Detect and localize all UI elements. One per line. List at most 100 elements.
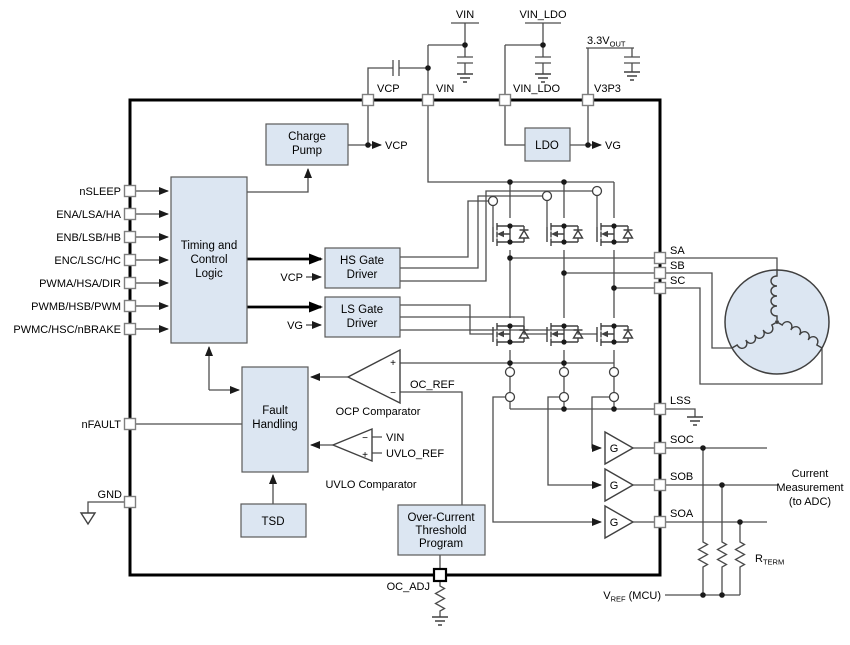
right-pin-label-sob: SOB bbox=[670, 471, 693, 483]
ls-gate-driver-block bbox=[324, 296, 401, 338]
junction-dot bbox=[540, 42, 546, 48]
uvlo-ref-label: UVLO_REF bbox=[386, 448, 444, 460]
junction-dot bbox=[365, 142, 371, 148]
junction-dot bbox=[585, 142, 591, 148]
terminal-circle bbox=[558, 366, 570, 378]
fault-handling-block bbox=[241, 366, 309, 473]
body-diode-triangle bbox=[572, 229, 584, 239]
mosfet-bridge bbox=[365, 42, 743, 598]
junction-dot bbox=[719, 592, 725, 598]
bldc-motor-symbol bbox=[724, 269, 830, 375]
octp-label: Threshold bbox=[415, 525, 466, 537]
ldo-block bbox=[524, 127, 571, 162]
pin-vin-ldo bbox=[498, 93, 512, 107]
sense-amp-b bbox=[604, 467, 635, 503]
hs-gate-driver-block bbox=[324, 247, 401, 289]
pin-sc bbox=[653, 281, 667, 295]
vg-net-label: VG bbox=[605, 140, 621, 152]
pin-lss bbox=[653, 402, 667, 416]
oc-ref-label: OC_REF bbox=[410, 379, 455, 391]
charge-pump-label: Charge bbox=[288, 131, 326, 143]
channel-arrow bbox=[601, 230, 608, 238]
hs-driver-label: HS Gate bbox=[340, 255, 384, 267]
fault-handling-label: Handling bbox=[252, 419, 297, 431]
sense-amp-c bbox=[604, 430, 635, 466]
uvlo-comparator-caption: UVLO Comparator bbox=[325, 479, 416, 491]
labels: VIN VIN_LDO 3.3VOUT VCP VIN VIN_LDO V3P3… bbox=[13, 9, 843, 604]
nmos-with-body-diode bbox=[492, 223, 529, 246]
ocp-minus-sign: − bbox=[390, 388, 396, 399]
channel-arrow bbox=[497, 230, 504, 238]
vin-ldo-supply-label: VIN_LDO bbox=[519, 9, 567, 21]
channel-arrow bbox=[551, 330, 558, 338]
body-diode-triangle bbox=[572, 329, 584, 339]
junction-dot bbox=[561, 406, 567, 412]
pin-pwma bbox=[123, 276, 137, 290]
right-pin-label-sb: SB bbox=[670, 260, 685, 272]
pin-soa bbox=[653, 515, 667, 529]
uvlo-plus-sign: + bbox=[362, 450, 368, 461]
octp-label: Program bbox=[419, 538, 463, 550]
vref-mcu-label: VREF (MCU) bbox=[603, 590, 661, 604]
nmos-with-body-diode bbox=[596, 323, 633, 346]
pin-nfault bbox=[123, 417, 137, 431]
terminal-circle bbox=[541, 190, 553, 202]
pin-vcp bbox=[361, 93, 375, 107]
junction-dot bbox=[462, 42, 468, 48]
junction-dot bbox=[611, 406, 617, 412]
vcp-net-label: VCP bbox=[385, 140, 408, 152]
rterm-label: RTERM bbox=[755, 553, 784, 567]
uvlo-minus-sign: − bbox=[362, 433, 368, 444]
junction-dot bbox=[561, 179, 567, 185]
uvlo-vin-label: VIN bbox=[386, 432, 404, 444]
ic-boundary bbox=[128, 98, 662, 577]
nfault-label: nFAULT bbox=[81, 419, 121, 431]
tsd-label: TSD bbox=[262, 516, 285, 528]
pin-squares bbox=[123, 93, 667, 583]
channel-arrow bbox=[601, 330, 608, 338]
terminal-circle bbox=[591, 185, 603, 197]
timing-label: Timing and bbox=[181, 240, 237, 252]
timing-label: Logic bbox=[195, 268, 223, 280]
overcurrent-threshold-block bbox=[397, 504, 486, 556]
nmos-with-body-diode bbox=[492, 323, 529, 346]
left-pin-label: PWMB/HSB/PWM bbox=[31, 301, 121, 313]
ls-driver-label: Driver bbox=[347, 318, 378, 330]
pin-sa bbox=[653, 251, 667, 265]
ldo-label: LDO bbox=[535, 140, 559, 152]
pin-pwmb bbox=[123, 299, 137, 313]
ocp-comparator-symbol bbox=[346, 348, 401, 405]
uvlo-comparator-symbol bbox=[331, 427, 373, 463]
nmos-with-body-diode bbox=[546, 223, 583, 246]
top-pin-label-vinldo: VIN_LDO bbox=[513, 83, 561, 95]
gnd-label: GND bbox=[98, 489, 123, 501]
right-pin-label-sc: SC bbox=[670, 275, 685, 287]
hs-driver-label: Driver bbox=[347, 269, 378, 281]
vg-in-label: VG bbox=[287, 320, 303, 332]
junction-dot bbox=[561, 360, 567, 366]
body-diode-triangle bbox=[622, 329, 634, 339]
gain-label: G bbox=[610, 517, 619, 529]
channel-arrow bbox=[497, 330, 504, 338]
left-pin-label: ENA/LSA/HA bbox=[56, 209, 121, 221]
body-diode-triangle bbox=[622, 229, 634, 239]
wires bbox=[79, 22, 823, 626]
gain-label: G bbox=[610, 443, 619, 455]
junction-dot bbox=[719, 482, 725, 488]
junction-dot bbox=[700, 445, 706, 451]
right-pin-label-sa: SA bbox=[670, 245, 685, 257]
pin-soc bbox=[653, 441, 667, 455]
ocp-comparator-caption: OCP Comparator bbox=[336, 406, 421, 418]
tsd-block bbox=[240, 503, 307, 538]
pin-vin bbox=[421, 93, 435, 107]
body-diode-triangle bbox=[518, 229, 530, 239]
terminal-circle bbox=[608, 391, 620, 403]
vin-supply-label: VIN bbox=[456, 9, 474, 21]
function-blocks bbox=[170, 123, 635, 556]
charge-pump-label: Pump bbox=[292, 145, 322, 157]
pin-enb bbox=[123, 230, 137, 244]
pin-gnd bbox=[123, 495, 137, 509]
junction-dot bbox=[700, 592, 706, 598]
